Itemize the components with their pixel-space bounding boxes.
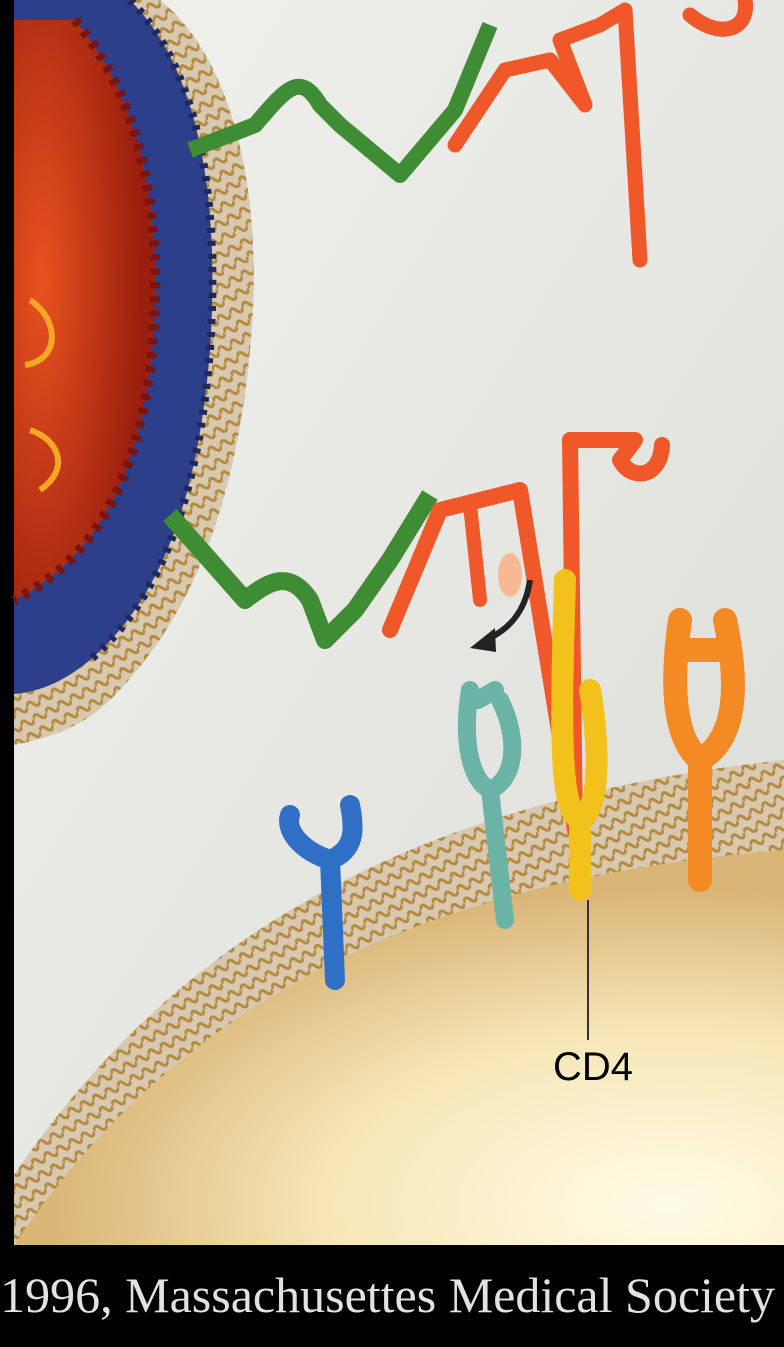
cd4-label: CD4 (553, 1045, 633, 1089)
gp120-loop (470, 505, 480, 600)
v3-loop-tip (498, 553, 522, 597)
copyright-text: ©1996, Massachusettes Medical Society (0, 1267, 775, 1323)
